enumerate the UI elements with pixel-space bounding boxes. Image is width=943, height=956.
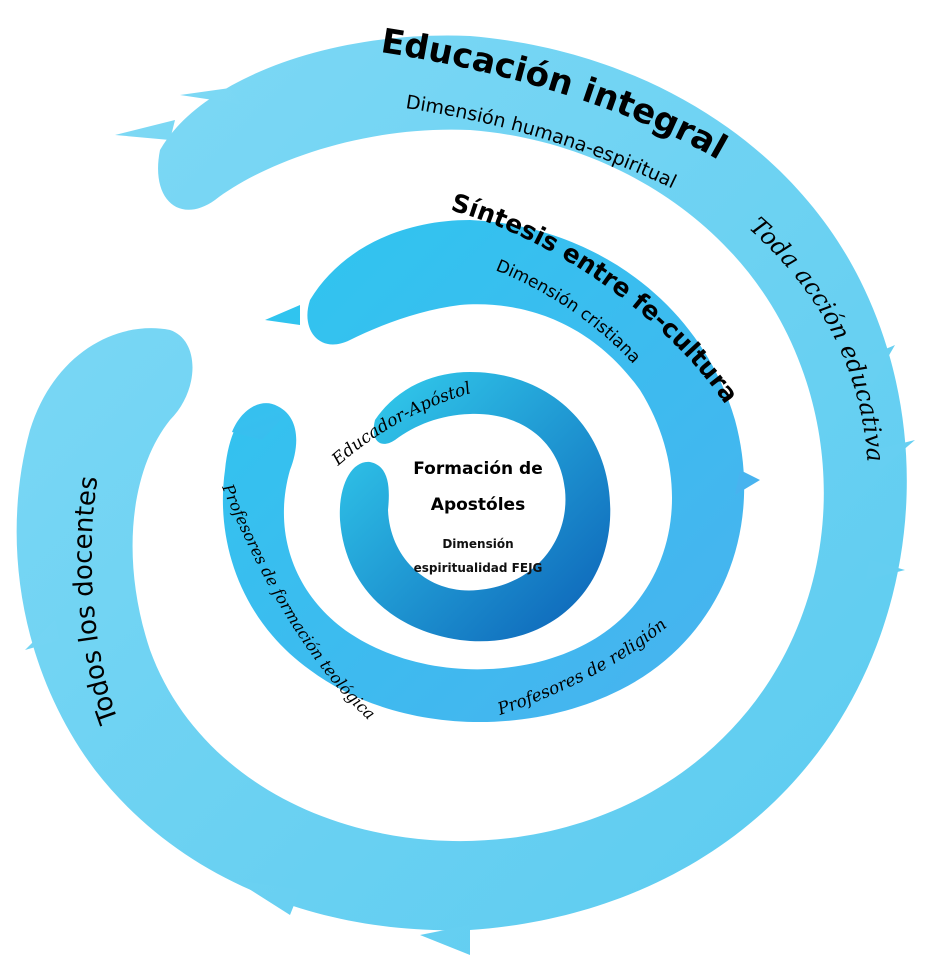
- inner-top-label: Educador-Apóstol: [327, 379, 473, 471]
- inner-subtitle-line1: Dimensión: [442, 537, 513, 551]
- inner-brush-swirl: [339, 372, 611, 642]
- middle-brush-ring: [222, 220, 760, 723]
- inner-title-line1: Formación de: [413, 459, 542, 479]
- inner-subtitle-line2: espiritualidad FEJG: [414, 561, 543, 575]
- inner-title-line2: Apostóles: [431, 495, 525, 515]
